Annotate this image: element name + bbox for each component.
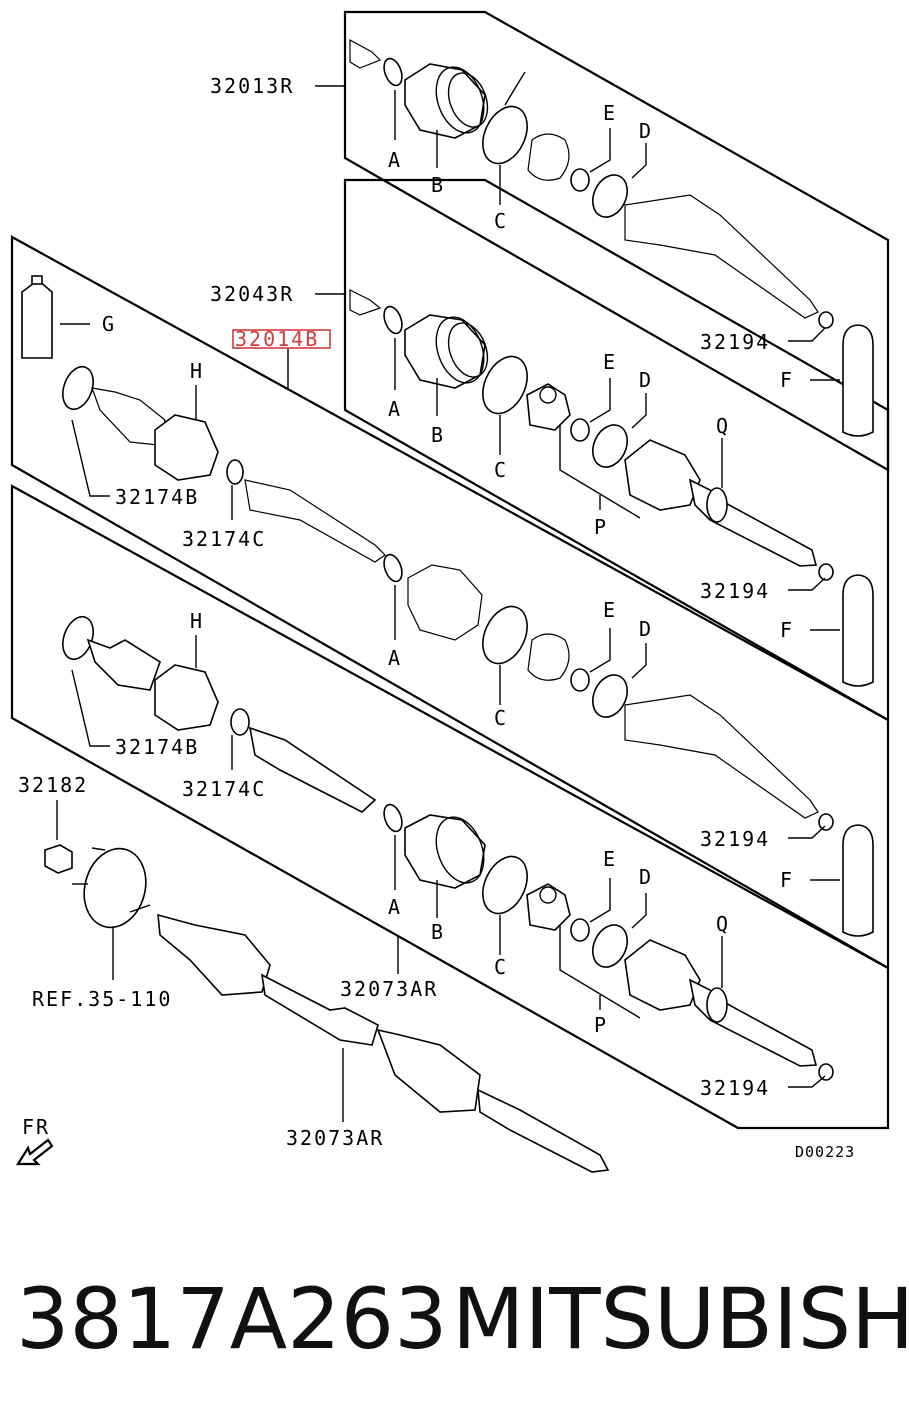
label-C-1: C xyxy=(494,209,508,233)
label-32174B-upper: 32174B xyxy=(115,485,199,509)
panel-32043R-parts xyxy=(349,289,874,581)
label-C-4: C xyxy=(494,955,508,979)
label-ref: REF.35-110 xyxy=(32,987,172,1011)
label-H-upper: H xyxy=(190,359,204,383)
panel-32043R xyxy=(343,178,890,722)
label-C-2: C xyxy=(494,458,508,482)
panel-32014B-parts xyxy=(21,275,874,831)
front-arrow-icon xyxy=(16,1138,54,1166)
label-32013R: 32013R xyxy=(210,74,294,98)
label-Q-2: Q xyxy=(716,912,730,936)
exploded-parts-diagram: 32013R 32043R 32014B G H H 32174B 32174B… xyxy=(10,10,890,1173)
label-E-1: E xyxy=(603,101,617,125)
label-32194-2: 32194 xyxy=(700,579,770,603)
label-D-4: D xyxy=(639,865,653,889)
hub-and-axle xyxy=(44,844,610,1173)
label-G: G xyxy=(102,312,116,336)
panel-32073AR-upper-parts xyxy=(62,615,874,1081)
label-P-1: P xyxy=(594,515,608,539)
label-code: D00223 xyxy=(795,1143,855,1161)
label-32194-4: 32194 xyxy=(700,1076,770,1100)
label-C-3: C xyxy=(494,706,508,730)
label-D-2: D xyxy=(639,368,653,392)
part-number: 3817A263 xyxy=(16,1270,448,1368)
label-F-2: F xyxy=(780,618,794,642)
label-B-4: B xyxy=(431,920,445,944)
label-32194-3: 32194 xyxy=(700,827,770,851)
label-32043R: 32043R xyxy=(210,282,294,306)
leader-lines xyxy=(56,85,840,1122)
label-Q-1: Q xyxy=(716,414,730,438)
label-D-1: D xyxy=(639,119,653,143)
panel-32013R-parts xyxy=(349,38,834,329)
label-32014B: 32014B xyxy=(235,327,319,351)
label-32194-1: 32194 xyxy=(700,330,770,354)
label-P-2: P xyxy=(594,1013,608,1037)
label-32182: 32182 xyxy=(18,773,88,797)
highlight-box xyxy=(232,329,331,349)
label-E-4: E xyxy=(603,847,617,871)
label-B-1: B xyxy=(431,173,445,197)
label-A-4: A xyxy=(388,895,402,919)
label-A-2: A xyxy=(388,397,402,421)
footer: 3817A263 MITSUBISHI xyxy=(0,1260,909,1390)
label-32073AR-2: 32073AR xyxy=(286,1126,384,1150)
label-fr: FR xyxy=(22,1115,50,1139)
label-A-1: A xyxy=(388,148,402,172)
panel-32073AR-upper xyxy=(10,484,890,1130)
brand-name: MITSUBISHI xyxy=(452,1270,909,1368)
label-E-2: E xyxy=(603,350,617,374)
label-32073AR-1: 32073AR xyxy=(340,977,438,1001)
label-B-2: B xyxy=(431,423,445,447)
label-32174C-lower: 32174C xyxy=(182,777,266,801)
label-A-3: A xyxy=(388,646,402,670)
label-F-1: F xyxy=(780,368,794,392)
label-H-lower: H xyxy=(190,609,204,633)
panel-32013R xyxy=(343,10,890,472)
label-32174C-upper: 32174C xyxy=(182,527,266,551)
label-32174B-lower: 32174B xyxy=(115,735,199,759)
label-E-3: E xyxy=(603,598,617,622)
label-F-3: F xyxy=(780,868,794,892)
label-D-3: D xyxy=(639,617,653,641)
